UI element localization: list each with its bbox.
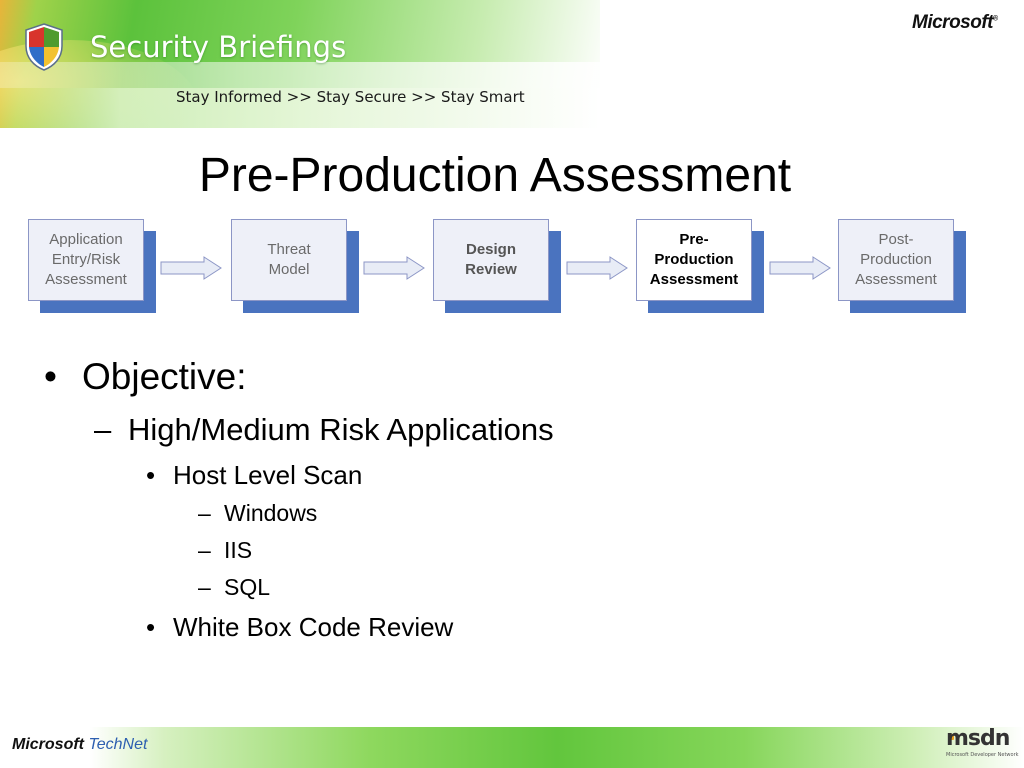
bullet-marker: •	[146, 612, 156, 642]
technet-product: TechNet	[88, 736, 148, 753]
msdn-wordmark: msdn	[946, 726, 1010, 751]
bullet-text: Host Level Scan	[173, 460, 363, 490]
microsoft-logo: Microsoft®	[912, 12, 998, 34]
step-label-line: Production	[654, 251, 734, 268]
flow-arrow-icon	[769, 256, 831, 280]
tagline: Stay Informed >> Stay Secure >> Stay Sma…	[176, 88, 525, 106]
flow-arrow-icon	[566, 256, 628, 280]
bullet-text: IIS	[224, 537, 253, 563]
step-pre-production: Pre- Production Assessment	[636, 219, 764, 313]
step-label-line: Production	[860, 251, 932, 268]
dash-marker: –	[198, 537, 211, 563]
dash-marker: –	[94, 412, 112, 447]
step-label-line: Design	[465, 241, 516, 258]
step-threat-model: Threat Model	[231, 219, 359, 313]
msdn-dot-icon	[948, 734, 954, 740]
bullet-text: Windows	[224, 500, 318, 526]
security-shield-icon	[25, 23, 63, 71]
step-application-risk: Application Entry/Risk Assessment	[28, 219, 156, 313]
microsoft-logo-text: Microsoft	[912, 12, 994, 33]
dash-marker: –	[198, 574, 211, 600]
step-box: Design Review	[433, 219, 549, 301]
bullet-text: High/Medium Risk Applications	[128, 412, 554, 447]
microsoft-logo-mark: ®	[993, 15, 998, 23]
step-label-line: Assessment	[855, 271, 937, 288]
footer-band	[90, 727, 1024, 768]
banner-stripe	[0, 62, 600, 88]
step-post-production: Post- Production Assessment	[838, 219, 966, 313]
step-box: Application Entry/Risk Assessment	[28, 219, 144, 301]
flow-arrow-icon	[160, 256, 222, 280]
step-design-review: Design Review	[433, 219, 561, 313]
technet-logo: Microsoft TechNet	[12, 736, 147, 754]
technet-brand: Microsoft	[12, 736, 84, 753]
bullet-marker: •	[146, 460, 156, 490]
msdn-logo: msdn Microsoft Developer Network	[942, 724, 1019, 762]
msdn-subtitle: Microsoft Developer Network	[946, 752, 1019, 758]
step-label-line: Assessment	[45, 271, 127, 288]
step-label-line: Review	[465, 261, 517, 278]
dash-marker: –	[198, 500, 211, 526]
header-banner	[0, 0, 600, 128]
step-label-line: Threat	[267, 241, 311, 258]
step-box: Threat Model	[231, 219, 347, 301]
step-box: Post- Production Assessment	[838, 219, 954, 301]
briefing-title: Security Briefings	[90, 30, 347, 64]
step-label-line: Assessment	[649, 271, 739, 288]
step-label-line: Entry/Risk	[51, 251, 121, 268]
bullet-text: SQL	[224, 574, 271, 600]
bullet-text: White Box Code Review	[173, 612, 454, 642]
step-label-line: Model	[268, 261, 310, 278]
flow-arrow-icon	[363, 256, 425, 280]
bullet-marker: •	[44, 356, 57, 397]
slide-title: Pre-Production Assessment	[198, 149, 792, 202]
banner-lowband	[0, 88, 600, 128]
step-box-current: Pre- Production Assessment	[636, 219, 752, 301]
bullet-text: Objective:	[82, 356, 247, 397]
step-label-line: Pre-	[679, 231, 709, 248]
step-label-line: Post-	[878, 231, 914, 248]
step-label-line: Application	[49, 231, 123, 248]
